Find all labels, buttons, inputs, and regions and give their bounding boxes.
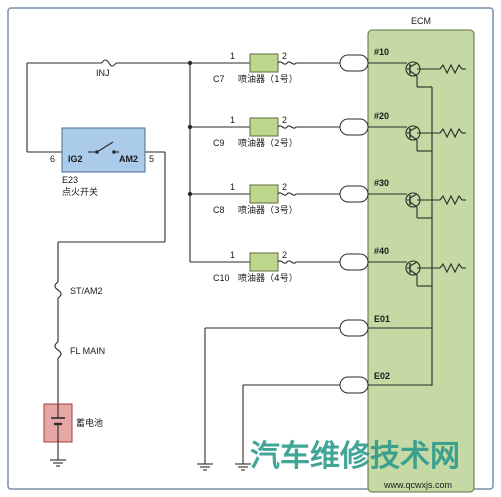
ecm-port-label: E01: [374, 314, 390, 324]
ecm-port-label: E02: [374, 371, 390, 381]
ignition-switch-box: [61, 127, 146, 173]
ecm-box: [367, 29, 475, 493]
ecm-port-label: #20: [374, 111, 389, 121]
injector-pin2: 2: [282, 182, 287, 192]
inj-fuse-label: INJ: [96, 68, 110, 78]
switch-terminal-right: AM2: [119, 154, 138, 164]
watermark-url: www.qcwxjs.com: [383, 480, 452, 490]
injector-name: 喷油器（4号）: [238, 272, 298, 284]
injector-body: [249, 184, 279, 204]
junction-dot: [187, 124, 193, 130]
ecm-connector: [339, 376, 369, 394]
injector-pin1: 1: [230, 250, 235, 260]
switch-name: 点火开关: [62, 186, 98, 198]
ecm-ground-2: E02: [235, 371, 432, 471]
ground-icon: [197, 463, 213, 471]
ecm-port-label: #40: [374, 246, 389, 256]
switch-contact: [112, 150, 116, 154]
injector-pin1: 1: [230, 115, 235, 125]
resistor-icon: [439, 63, 463, 75]
battery-label: 蓄电池: [76, 417, 103, 429]
injector-name: 喷油器（2号）: [238, 137, 298, 149]
st-am2-fuse: [54, 281, 62, 299]
ecm-port-label: #30: [374, 178, 389, 188]
injector-coil: [277, 192, 297, 196]
injector-2: 1 2C9 喷油器（2号） #20: [213, 111, 466, 152]
ground-icon: [235, 463, 251, 471]
injector-coil: [277, 260, 297, 264]
injector-pin2: 2: [282, 250, 287, 260]
injector-1: 1 2C7 喷油器（1号） #10: [213, 47, 466, 88]
fl-main-fuse-label: FL MAIN: [70, 346, 105, 356]
ecm-connector: [339, 253, 369, 271]
switch-terminal-left: IG2: [68, 154, 83, 164]
ecm-ground-1: E01: [197, 314, 432, 471]
injector-connector-code: C7: [213, 74, 225, 84]
junction-dot: [187, 191, 193, 197]
switch-pin-right: 5: [149, 154, 154, 164]
fl-main-fuse: [54, 341, 62, 359]
inj-fuse: [101, 59, 117, 67]
ecm-connector: [339, 118, 369, 136]
injector-coil: [277, 125, 297, 129]
junction-dot: [187, 60, 193, 66]
battery-ground-icon: [50, 459, 66, 467]
injector-name: 喷油器（3号）: [238, 204, 298, 216]
bus-wires: [26, 62, 250, 460]
ecm-title: ECM: [411, 16, 431, 26]
injector-coil: [277, 61, 297, 65]
injector-pin1: 1: [230, 51, 235, 61]
resistor-icon: [439, 127, 463, 139]
ecm-connector: [339, 319, 369, 337]
resistor-icon: [439, 194, 463, 206]
injector-name: 喷油器（1号）: [238, 73, 298, 85]
injector-pin1: 1: [230, 182, 235, 192]
resistor-icon: [439, 262, 463, 274]
switch-code: E23: [62, 175, 78, 185]
switch-pin-left: 6: [50, 154, 55, 164]
injector-body: [249, 252, 279, 272]
injector-connector-code: C8: [213, 205, 225, 215]
injector-connector-code: C9: [213, 138, 225, 148]
ecm-connector: [339, 54, 369, 72]
injector-connector-code: C10: [213, 273, 230, 283]
watermark-text: 汽车维修技术网: [250, 439, 460, 474]
st-am2-fuse-label: ST/AM2: [70, 286, 103, 296]
injector-body: [249, 53, 279, 73]
ecm-port-label: #10: [374, 47, 389, 57]
injector-pin2: 2: [282, 51, 287, 61]
injector-pin2: 2: [282, 115, 287, 125]
diagram-frame: [7, 7, 494, 490]
switch-contact: [95, 150, 99, 154]
injector-3: 1 2C8 喷油器（3号） #30: [213, 178, 466, 219]
injector-body: [249, 117, 279, 137]
ecm-connector: [339, 185, 369, 203]
